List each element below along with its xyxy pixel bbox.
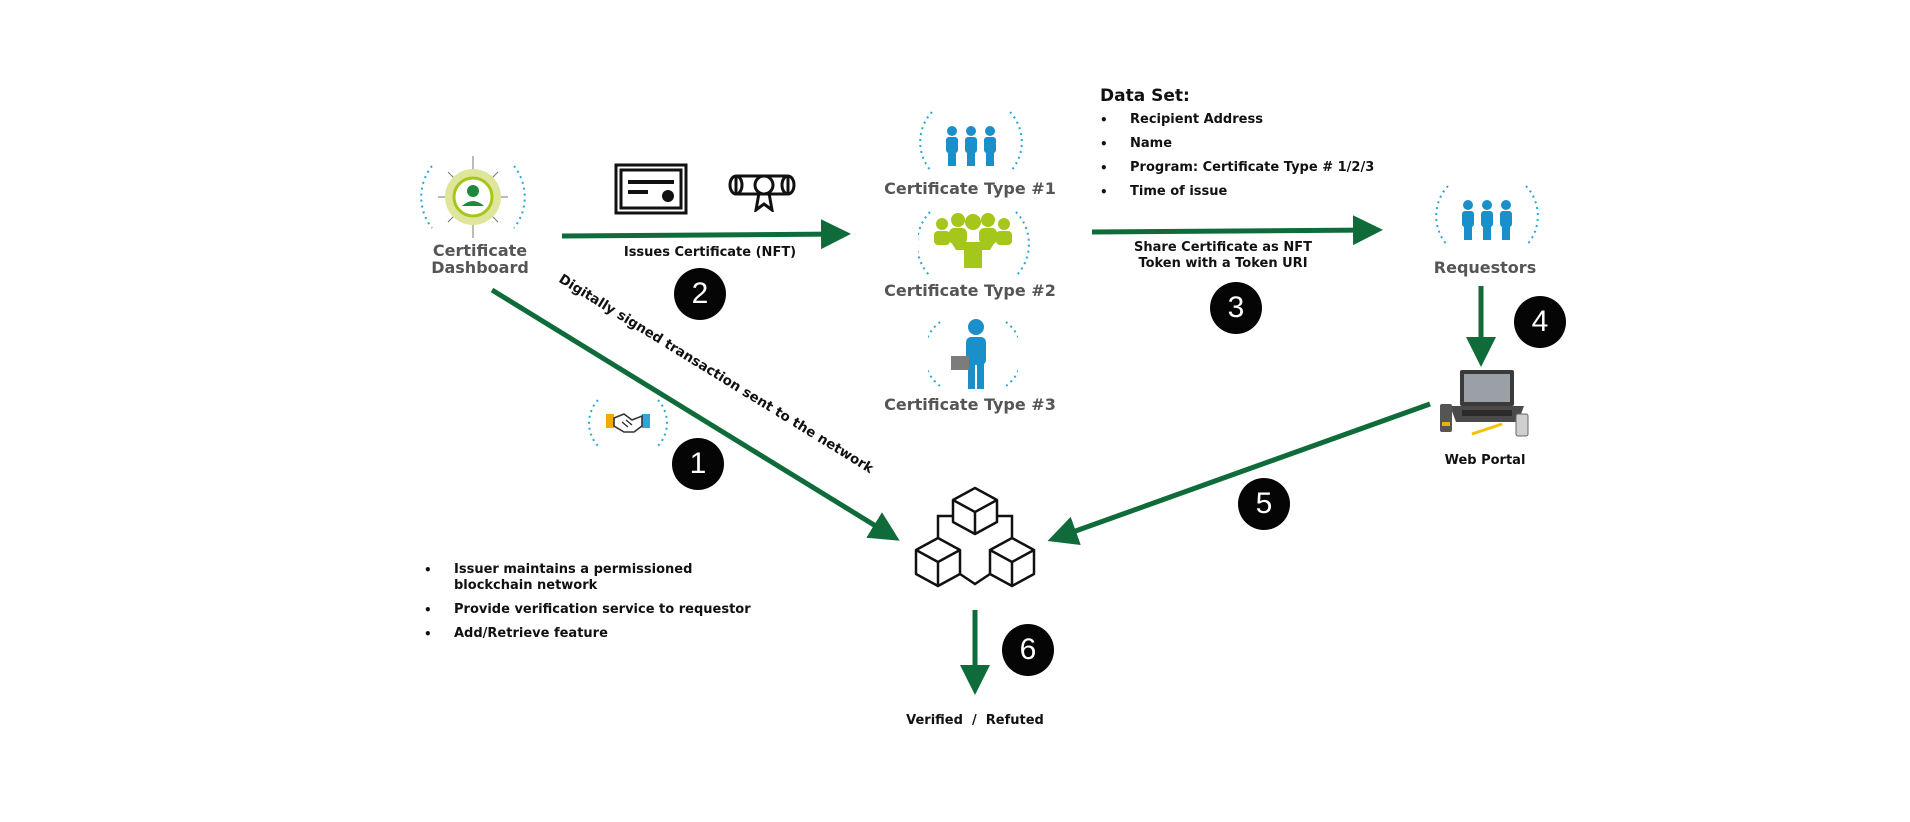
web-portal-label: Web Portal: [1444, 453, 1526, 468]
requestors-icon: [1435, 185, 1539, 247]
step-badge-6: 6: [1002, 624, 1054, 676]
certificate-type-2-icon: [918, 211, 1030, 277]
share-arrow-label-line2: Token with a Token URI: [1138, 256, 1308, 271]
data-set-panel: Data Set: Recipient Address Name Program…: [1100, 86, 1440, 208]
data-set-item: Name: [1100, 136, 1440, 152]
certificate-type-3-icon: [928, 319, 1018, 389]
step-badge-5: 5: [1238, 478, 1290, 530]
diploma-icon: [728, 174, 796, 212]
data-set-item: Recipient Address: [1100, 112, 1440, 128]
issuer-note-item: Issuer maintains a permissioned blockcha…: [424, 562, 704, 594]
issuer-note-item: Add/Retrieve feature: [424, 626, 784, 642]
handshake-icon: [588, 399, 668, 447]
step-badge-3: 3: [1210, 282, 1262, 334]
portal-to-blockchain-arrow: [1047, 401, 1431, 546]
issue-arrow: [561, 219, 851, 250]
certificate-type-1-label: Certificate Type #1: [884, 179, 1056, 198]
verification-result-label: Verified / Refuted: [906, 713, 1044, 728]
certificate-type-2-label: Certificate Type #2: [884, 281, 1056, 300]
issuer-notes-list: Issuer maintains a permissioned blockcha…: [424, 562, 784, 642]
transaction-arrow: [490, 287, 900, 541]
share-arrow-label: Share Certificate as NFT Token with a To…: [1118, 240, 1328, 272]
data-set-item: Time of issue: [1100, 184, 1440, 200]
laptop-icon: [1440, 370, 1529, 437]
data-set-title: Data Set:: [1100, 86, 1190, 106]
share-arrow-label-line1: Share Certificate as NFT: [1134, 240, 1312, 255]
issuer-notes: Issuer maintains a permissioned blockcha…: [424, 562, 784, 650]
blockchain-icon: [914, 486, 1036, 588]
step-badge-4: 4: [1514, 296, 1566, 348]
step-badge-1: 1: [672, 438, 724, 490]
data-set-item: Program: Certificate Type # 1/2/3: [1100, 160, 1440, 176]
dashboard-icon: [420, 156, 526, 238]
step-badge-2: 2: [674, 268, 726, 320]
certificate-type-1-icon: [919, 111, 1023, 173]
dashboard-label-line2: Dashboard: [431, 258, 529, 277]
dashboard-label-line1: Certificate: [432, 241, 528, 260]
dashboard-label: Certificate Dashboard: [420, 242, 540, 276]
requestors-label: Requestors: [1433, 258, 1537, 277]
share-arrow: [1091, 215, 1383, 246]
certificate-document-icon: [614, 163, 688, 215]
issuer-note-item: Provide verification service to requesto…: [424, 602, 784, 618]
certificate-type-3-label: Certificate Type #3: [884, 395, 1056, 414]
data-set-list: Recipient Address Name Program: Certific…: [1100, 112, 1440, 200]
issue-arrow-label: Issues Certificate (NFT): [623, 245, 797, 260]
